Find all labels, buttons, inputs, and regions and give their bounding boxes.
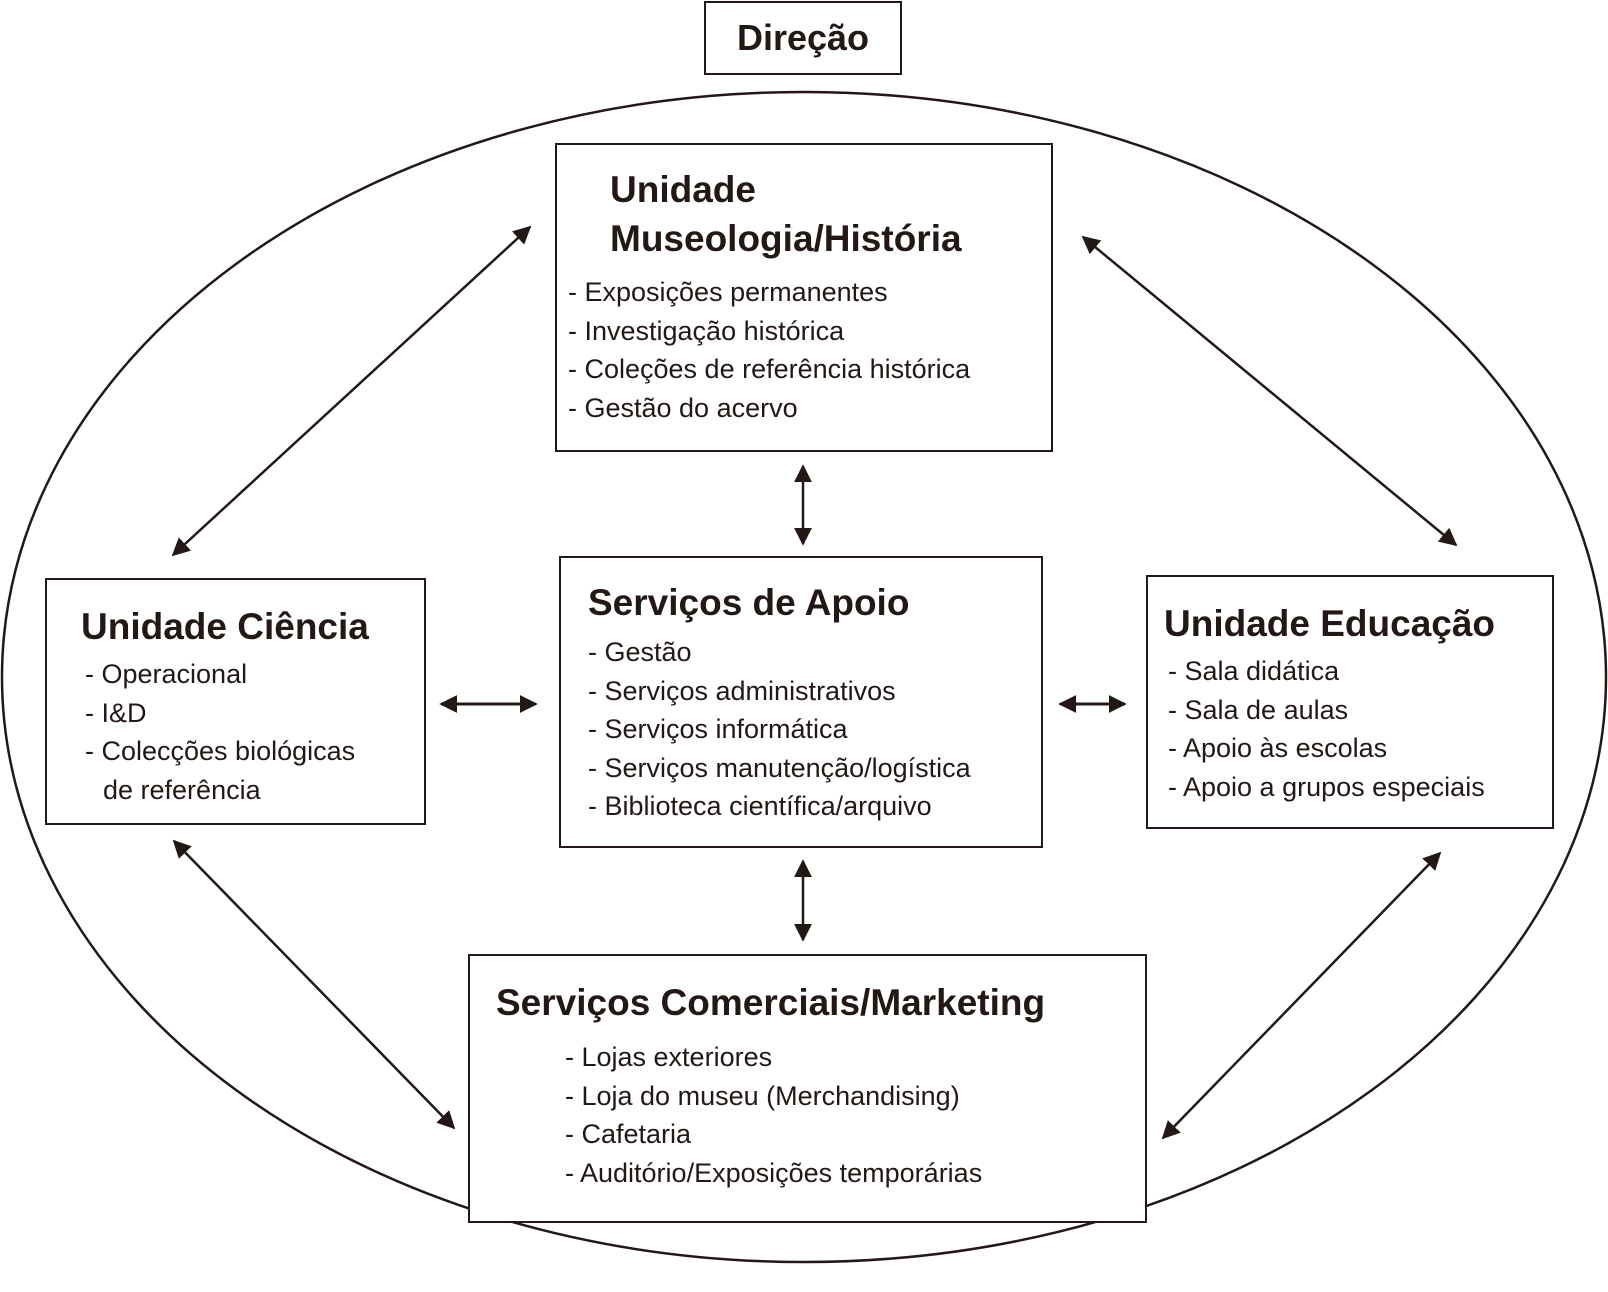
list-item: - Lojas exteriores (565, 1042, 773, 1072)
list-item: - Apoio às escolas (1168, 733, 1388, 763)
list-item: - Exposições permanentes (568, 277, 888, 307)
list-item: - Biblioteca científica/arquivo (588, 791, 932, 821)
comercial-items: - Lojas exteriores - Loja do museu (Merc… (565, 1038, 982, 1192)
list-item: - Coleções de referência histórica (568, 354, 971, 384)
arrow-educacao-comercial (1161, 851, 1442, 1140)
list-item: - Apoio a grupos especiais (1168, 771, 1485, 802)
ciencia-title: Unidade Ciência (81, 606, 369, 647)
educacao-box: Unidade Educação - Sala didática - Sala … (1146, 575, 1554, 829)
apoio-box: Serviços de Apoio - Gestão - Serviços ad… (559, 556, 1043, 848)
list-item: - Auditório/Exposições temporárias (565, 1157, 983, 1188)
list-item: - Gestão do acervo (568, 392, 798, 423)
list-item-continuation: de referência (103, 774, 261, 805)
museologia-title: Unidade Museologia/História (610, 165, 962, 263)
list-item: - Serviços administrativos (588, 675, 896, 706)
direcao-box: Direção (704, 1, 902, 75)
list-item: - Gestão (588, 637, 692, 667)
arrow-ciencia-comercial (172, 839, 456, 1130)
arrow-museologia-ciencia (171, 225, 532, 557)
list-item: - Investigação histórica (568, 315, 845, 346)
list-item: - Operacional (85, 659, 248, 689)
museologia-box: Unidade Museologia/História - Exposições… (555, 143, 1053, 452)
educacao-title: Unidade Educação (1164, 603, 1496, 644)
apoio-title: Serviços de Apoio (588, 582, 910, 623)
museologia-title-line1: Unidade (610, 169, 756, 210)
arrow-museologia-educacao (1081, 235, 1458, 547)
museologia-title-line2: Museologia/História (610, 218, 962, 259)
list-item: - Cafetaria (565, 1119, 692, 1149)
list-item: - I&D (85, 697, 147, 728)
comercial-box: Serviços Comerciais/Marketing - Lojas ex… (468, 954, 1147, 1223)
apoio-items: - Gestão - Serviços administrativos - Se… (588, 633, 971, 826)
list-item: - Colecções biológicas (85, 736, 356, 766)
list-item: - Serviços informática (588, 714, 848, 744)
list-item: - Sala didática (1168, 656, 1340, 686)
comercial-title: Serviços Comerciais/Marketing (496, 982, 1046, 1023)
ciencia-box: Unidade Ciência - Operacional - I&D - Co… (45, 578, 426, 825)
ciencia-items: - Operacional - I&D - Colecções biológic… (85, 655, 355, 809)
list-item: - Sala de aulas (1168, 694, 1349, 725)
organization-ellipse (0, 90, 1608, 1264)
list-item: - Serviços manutenção/logística (588, 752, 971, 783)
direcao-title: Direção (736, 17, 870, 58)
museologia-items: - Exposições permanentes - Investigação … (568, 273, 970, 427)
educacao-items: - Sala didática - Sala de aulas - Apoio … (1168, 652, 1485, 806)
list-item: - Loja do museu (Merchandising) (565, 1080, 960, 1111)
